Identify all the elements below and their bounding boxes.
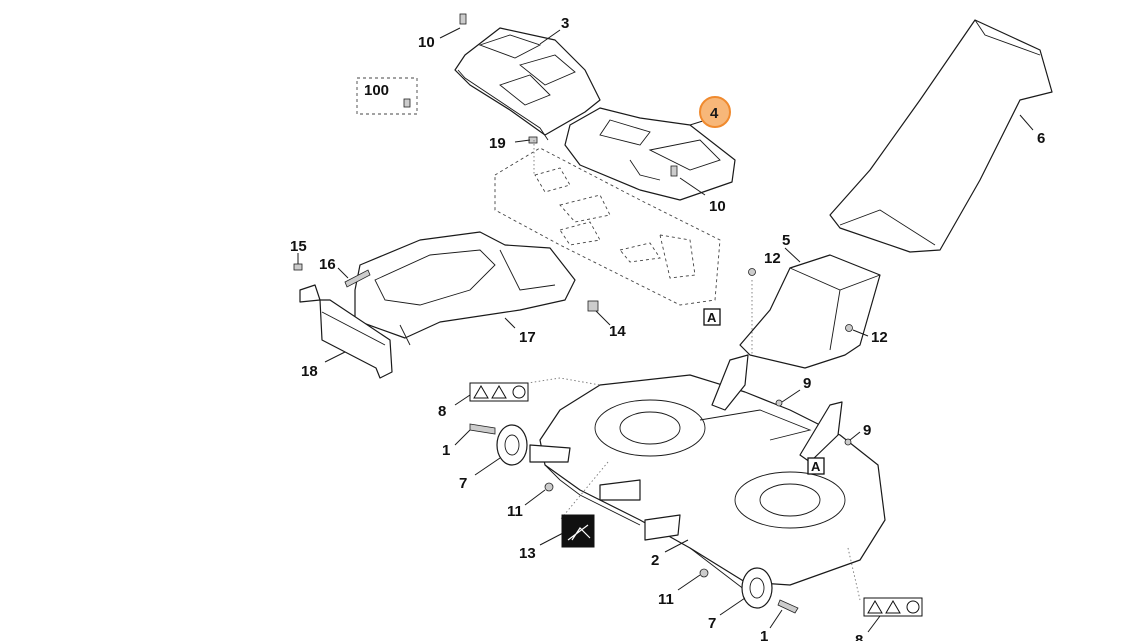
callout-19[interactable]: 19 — [489, 135, 506, 152]
callout-13[interactable]: 13 — [519, 545, 536, 562]
deck-bracket-right — [799, 401, 843, 463]
hardware — [293, 13, 853, 614]
callout-8-left[interactable]: 8 — [438, 403, 446, 420]
box-100 — [356, 77, 418, 115]
leader-dots — [514, 140, 861, 601]
reference-mark-a-deck[interactable]: A — [807, 457, 825, 475]
warning-triangle-icon — [867, 600, 883, 614]
leader-lines — [297, 27, 1034, 633]
callout-12-right[interactable]: 12 — [871, 329, 888, 346]
warning-labels-left[interactable] — [469, 382, 529, 402]
deck-arm-bottom — [599, 479, 641, 501]
callout-100[interactable]: 100 — [364, 82, 389, 99]
warning-triangle-icon — [885, 600, 901, 614]
warning-labels-right[interactable] — [863, 597, 923, 617]
svg-text:A: A — [811, 459, 821, 474]
svg-text:A: A — [707, 310, 717, 325]
callout-7-left[interactable]: 7 — [459, 475, 467, 492]
deck-bracket-left — [711, 354, 749, 411]
safety-circle-icon — [512, 385, 526, 399]
callout-15[interactable]: 15 — [290, 238, 307, 255]
callout-6[interactable]: 6 — [1037, 130, 1045, 147]
callout-labels: 10 3 100 4 19 10 6 15 16 5 12 14 17 12 1… — [290, 15, 1045, 641]
callout-1-bottom[interactable]: 1 — [760, 628, 768, 641]
plate-outline — [494, 147, 721, 306]
part-3-cover[interactable] — [454, 27, 601, 141]
part-6-chute[interactable] — [829, 19, 1053, 253]
callout-1-left[interactable]: 1 — [442, 442, 450, 459]
callout-18[interactable]: 18 — [301, 363, 318, 380]
callout-5[interactable]: 5 — [782, 232, 790, 249]
part-13-decal[interactable] — [561, 514, 595, 548]
part-5-deflector[interactable] — [739, 254, 881, 369]
deck-arm-front — [644, 514, 681, 541]
callout-10-top[interactable]: 10 — [418, 34, 435, 51]
callout-16[interactable]: 16 — [319, 256, 336, 273]
part-7-wheel-right[interactable] — [741, 567, 773, 609]
warning-triangle-icon — [473, 385, 489, 399]
callout-14[interactable]: 14 — [609, 323, 626, 340]
deck-arm-left — [529, 444, 571, 463]
callout-2[interactable]: 2 — [651, 552, 659, 569]
highlight-circle-4 — [699, 96, 731, 128]
callout-11-left[interactable]: 11 — [507, 503, 523, 520]
callout-4[interactable]: 4 — [710, 105, 719, 122]
callout-11-bottom[interactable]: 11 — [658, 591, 674, 608]
part-7-wheel-left[interactable] — [496, 424, 528, 466]
callout-17[interactable]: 17 — [519, 329, 536, 346]
callout-8-bottom[interactable]: 8 — [855, 632, 863, 641]
callout-3[interactable]: 3 — [561, 15, 569, 32]
callout-9-top[interactable]: 9 — [803, 375, 811, 392]
safety-circle-icon — [906, 600, 920, 614]
part-4-cover[interactable] — [564, 107, 736, 201]
callout-10-mid[interactable]: 10 — [709, 198, 726, 215]
callout-7-bottom[interactable]: 7 — [708, 615, 716, 632]
part-17-channel[interactable] — [354, 231, 576, 346]
part-18-bracket[interactable] — [299, 284, 393, 379]
callout-12-top[interactable]: 12 — [764, 250, 781, 267]
reference-mark-a-top[interactable]: A — [703, 308, 721, 326]
callout-9-right[interactable]: 9 — [863, 422, 871, 439]
warning-triangle-icon — [491, 385, 507, 399]
